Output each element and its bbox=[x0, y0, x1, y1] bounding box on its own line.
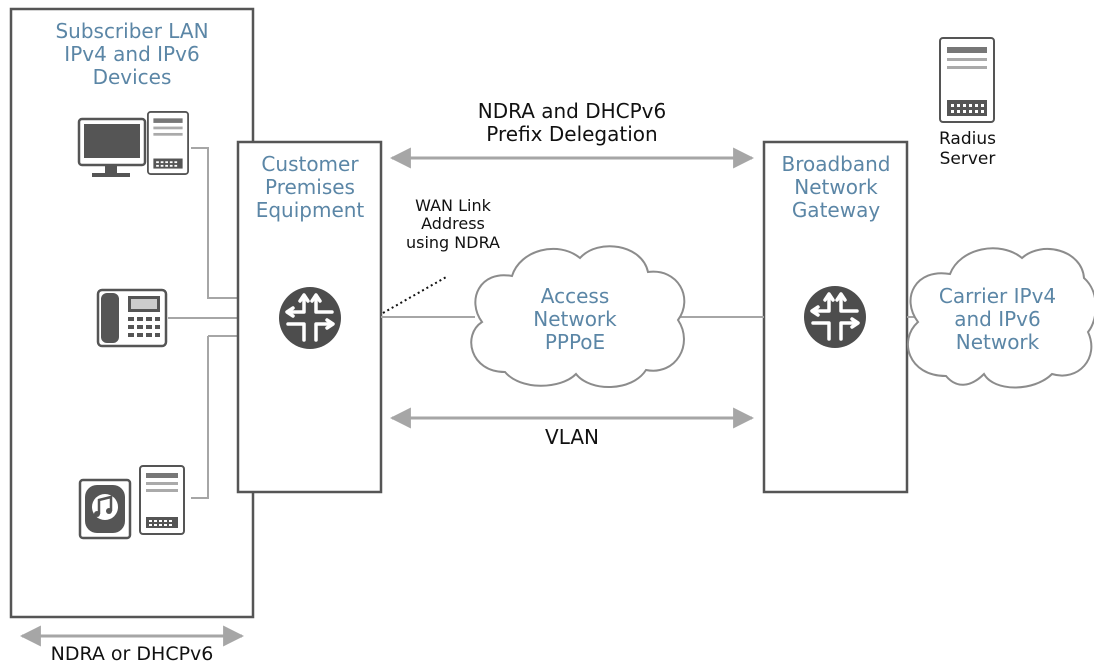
bng-line1: Broadband bbox=[781, 152, 891, 176]
carrier-network-cloud bbox=[906, 247, 1094, 389]
wan-link-pointer bbox=[382, 275, 449, 314]
subscriber-lan-line1: Subscriber LAN bbox=[55, 19, 209, 43]
top-arrow-line2: Prefix Delegation bbox=[486, 122, 658, 146]
cpe-line1: Customer bbox=[261, 152, 359, 176]
ip-phone-icon bbox=[96, 288, 168, 348]
carrier-network-line1: Carrier IPv4 bbox=[938, 284, 1057, 308]
cpe-line2: Premises bbox=[265, 175, 355, 199]
access-network-cloud bbox=[470, 245, 686, 388]
cpe-line3: Equipment bbox=[255, 198, 365, 222]
lan-arrow-label: NDRA or DHCPv6 bbox=[50, 643, 214, 665]
subscriber-lan-line2: IPv4 and IPv6 bbox=[64, 42, 200, 66]
radius-line1: Radius bbox=[938, 129, 996, 149]
access-network-line2: Network bbox=[533, 307, 617, 331]
carrier-network-line2: and IPv6 bbox=[954, 307, 1041, 331]
bng-line3: Gateway bbox=[791, 198, 881, 222]
radius-line2: Server bbox=[939, 148, 996, 169]
carrier-network-line3: Network bbox=[955, 330, 1040, 354]
access-network-label: Access Network PPPoE bbox=[505, 285, 645, 354]
carrier-network-label: Carrier IPv4 and IPv6 Network bbox=[925, 285, 1070, 354]
device-connection-lines bbox=[168, 147, 238, 499]
access-network-line1: Access bbox=[540, 284, 610, 308]
wan-link-line2: Address bbox=[421, 214, 485, 234]
top-arrow-line1: NDRA and DHCPv6 bbox=[477, 99, 667, 123]
top-arrow-label: NDRA and DHCPv6 Prefix Delegation bbox=[452, 100, 692, 146]
cpe-label: Customer Premises Equipment bbox=[240, 153, 380, 222]
media-player-icon bbox=[78, 464, 185, 540]
radius-server-icon bbox=[939, 37, 995, 123]
wan-link-line3: using NDRA bbox=[405, 232, 500, 252]
wan-link-line1: WAN Link bbox=[415, 196, 491, 215]
radius-label: Radius Server bbox=[900, 129, 1035, 169]
bng-label: Broadband Network Gateway bbox=[766, 153, 906, 222]
bng-router-icon bbox=[803, 285, 867, 349]
vlan-label: VLAN bbox=[545, 425, 599, 449]
subscriber-lan-line3: Devices bbox=[92, 65, 172, 89]
subscriber-lan-label: Subscriber LAN IPv4 and IPv6 Devices bbox=[32, 20, 232, 89]
cpe-router-icon bbox=[278, 286, 342, 350]
access-network-line3: PPPoE bbox=[544, 330, 606, 354]
wan-link-label: WAN Link Address using NDRA bbox=[392, 196, 514, 252]
desktop-computer-icon bbox=[77, 111, 189, 177]
bng-line2: Network bbox=[794, 175, 878, 199]
